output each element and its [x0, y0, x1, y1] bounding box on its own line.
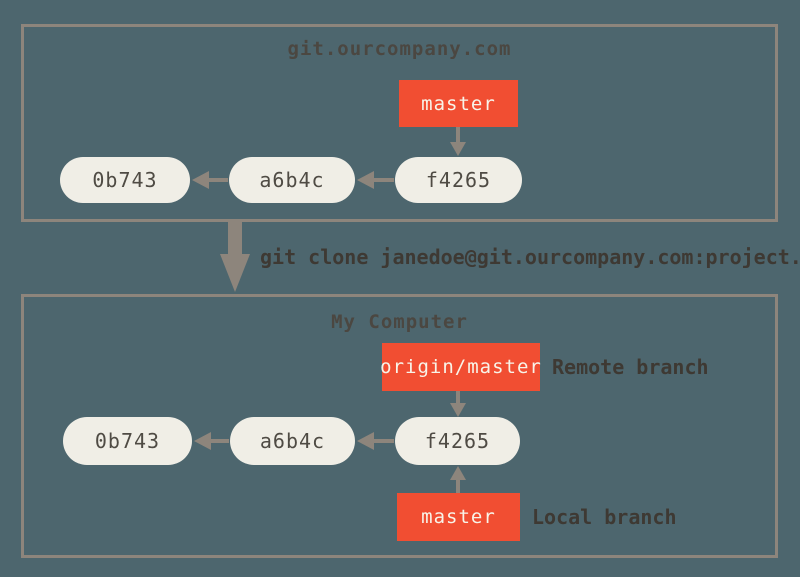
server-repo-title: git.ourcompany.com	[287, 38, 512, 60]
server-commit-0b743: 0b743	[60, 157, 190, 203]
local-master-branch-label: master	[397, 493, 520, 541]
arrow-head	[220, 254, 250, 292]
server-master-branch-label: master	[399, 80, 518, 127]
arrow-left-icon	[357, 171, 394, 189]
arrow-shaft	[209, 178, 228, 182]
local-branch-annotation: Local branch	[532, 505, 677, 529]
arrow-left-icon	[357, 432, 394, 450]
remote-branch-annotation: Remote branch	[552, 355, 709, 379]
arrow-head	[357, 171, 374, 189]
arrow-head	[194, 432, 211, 450]
server-commit-f4265: f4265	[395, 157, 522, 203]
arrow-head	[357, 432, 374, 450]
arrow-head	[450, 142, 466, 156]
arrow-shaft	[374, 178, 394, 182]
arrow-down-icon	[450, 391, 466, 417]
arrow-left-icon	[192, 171, 228, 189]
local-repo-title: My Computer	[331, 311, 468, 333]
arrow-head	[192, 171, 209, 189]
server-commit-a6b4c: a6b4c	[229, 157, 355, 203]
arrow-shaft	[374, 439, 394, 443]
clone-arrow-icon	[220, 222, 250, 292]
local-commit-0b743: 0b743	[63, 417, 192, 465]
arrow-shaft	[211, 439, 229, 443]
clone-command-text: git clone janedoe@git.ourcompany.com:pro…	[260, 245, 800, 269]
arrow-down-icon	[450, 127, 466, 156]
arrow-shaft	[228, 222, 242, 254]
local-commit-a6b4c: a6b4c	[230, 417, 355, 465]
arrow-up-icon	[450, 466, 466, 493]
arrow-head	[450, 466, 466, 480]
arrow-shaft	[456, 127, 460, 142]
local-repo-box: My Computer	[21, 294, 778, 558]
remote-branch-label: origin/master	[380, 343, 541, 391]
arrow-head	[450, 403, 466, 417]
arrow-left-icon	[194, 432, 229, 450]
arrow-shaft	[456, 391, 460, 403]
local-commit-f4265: f4265	[395, 417, 520, 465]
arrow-shaft	[456, 480, 460, 493]
server-repo-box: git.ourcompany.com	[21, 24, 778, 222]
